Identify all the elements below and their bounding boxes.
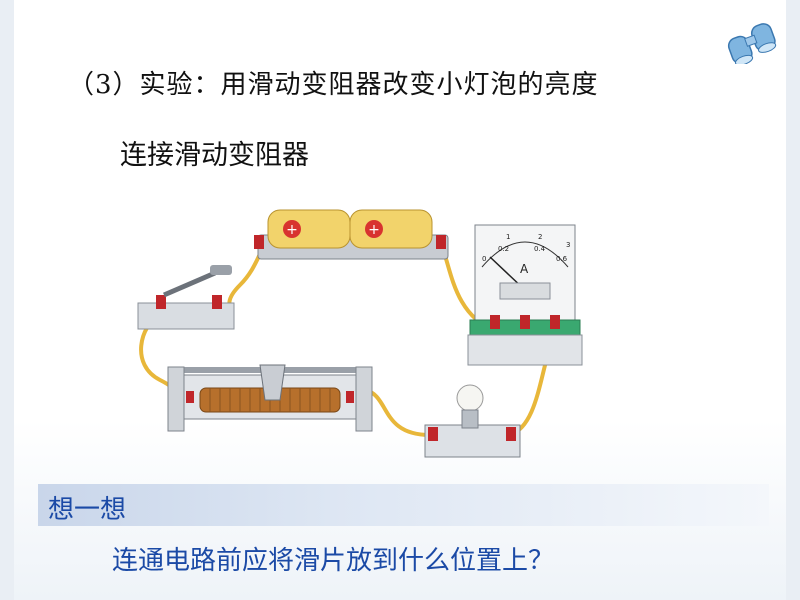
terminal-rheostat-left [186, 391, 194, 403]
slide-title: （3）实验：用滑动变阻器改变小灯泡的亮度 [68, 70, 599, 100]
battery-plus-icon-1 [283, 220, 301, 238]
circuit-diagram: + + [137, 209, 583, 458]
battery-cell-1 [267, 209, 351, 249]
terminal-ammeter-3 [550, 315, 560, 329]
battery-plus-1: + [286, 222, 298, 238]
battery-holder: + + [254, 209, 449, 260]
battery-plus-2: + [368, 222, 380, 238]
switch-handle [210, 265, 232, 275]
terminal-battery-right [436, 235, 446, 249]
ammeter-scale-02: 0.2 [498, 245, 509, 253]
knife-switch [137, 265, 235, 330]
terminal-bulb-left [428, 427, 438, 441]
terminal-switch-right [212, 295, 222, 309]
terminal-rheostat-right [346, 391, 354, 403]
ammeter-top-1: 1 [506, 233, 510, 241]
battery-cell-2 [349, 209, 433, 249]
ammeter-scale-06: 0.6 [556, 255, 568, 263]
terminal-switch-left [156, 295, 166, 309]
section-subtitle: 连接滑动变阻器 [120, 140, 309, 171]
terminal-ammeter-2 [520, 315, 530, 329]
ammeter-top-3: 3 [566, 241, 570, 249]
ammeter-scale-0: 0 [482, 255, 486, 263]
ammeter-top-2: 2 [538, 233, 542, 241]
think-bar: 想一想 [38, 484, 769, 526]
rheostat-slider [259, 364, 286, 401]
battery-plus-icon-2 [365, 220, 383, 238]
wire-rheostat-bulb [363, 388, 432, 437]
bulb-glass [456, 384, 484, 412]
terminal-battery-left [254, 235, 264, 249]
ammeter-unit: A [520, 262, 529, 276]
question-text: 连通电路前应将滑片放到什么位置上？ [112, 546, 555, 576]
bulb-holder [424, 384, 521, 458]
binoculars-icon [727, 23, 777, 64]
think-label: 想一想 [48, 495, 127, 525]
ammeter: 0 0.2 0.4 0.6 1 2 3 A [467, 224, 583, 366]
terminal-bulb-right [506, 427, 516, 441]
terminal-ammeter-1 [490, 315, 500, 329]
slide-rheostat [167, 364, 373, 432]
ammeter-scale-04: 0.4 [534, 245, 546, 253]
